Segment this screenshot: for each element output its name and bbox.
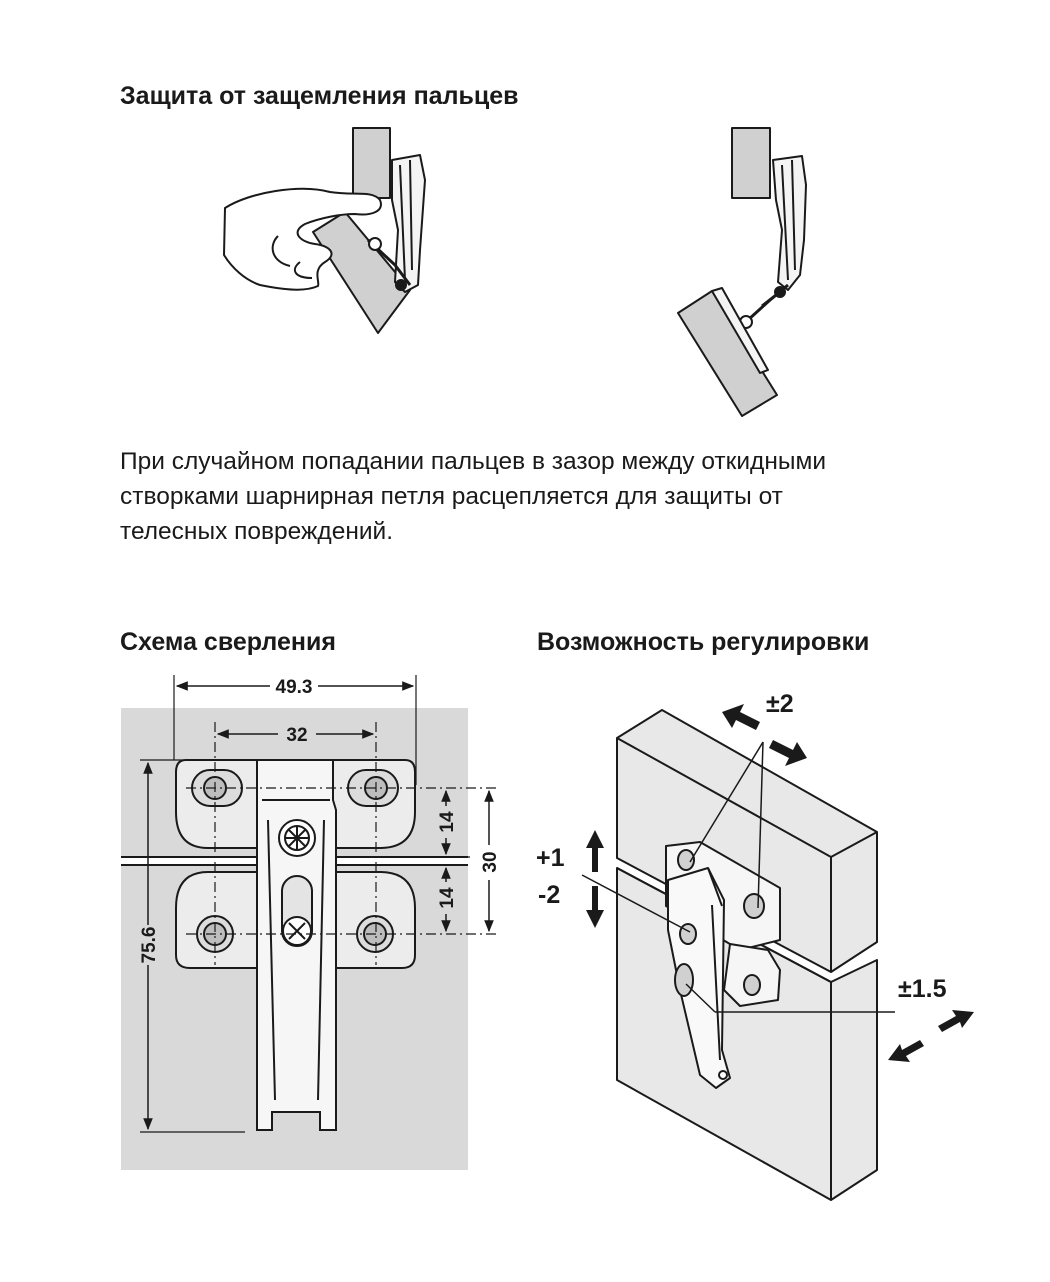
adjustment-title: Возможность регулировки	[537, 628, 870, 656]
drilling-scheme-title: Схема сверления	[120, 628, 336, 656]
finger-protection-title: Защита от защемления пальцев	[120, 82, 519, 110]
upper-panel	[616, 709, 878, 973]
dimension-vertical-pitch: 30	[480, 851, 501, 872]
adjustment-depth-label: ±2	[766, 690, 794, 718]
adjustment-height-up-label: +1	[536, 844, 565, 872]
description-line-2: створками шарнирная петля расцепляется д…	[120, 483, 783, 510]
dimension-overall-width: 49.3	[276, 677, 313, 698]
adjustment-side-label: ±1.5	[898, 975, 947, 1003]
dimension-overall-height: 75.6	[139, 927, 160, 964]
description-line-3: телесных повреждений.	[120, 518, 394, 545]
dimension-offset-lower: 14	[437, 887, 458, 909]
adjustment-height-down-label: -2	[538, 881, 560, 909]
finger-protection-description: При случайном попадании пальцев в зазор …	[120, 444, 950, 549]
dimension-offset-upper: 14	[437, 811, 458, 833]
dimension-hole-spacing: 32	[286, 725, 307, 746]
description-line-1: При случайном попадании пальцев в зазор …	[120, 448, 827, 475]
